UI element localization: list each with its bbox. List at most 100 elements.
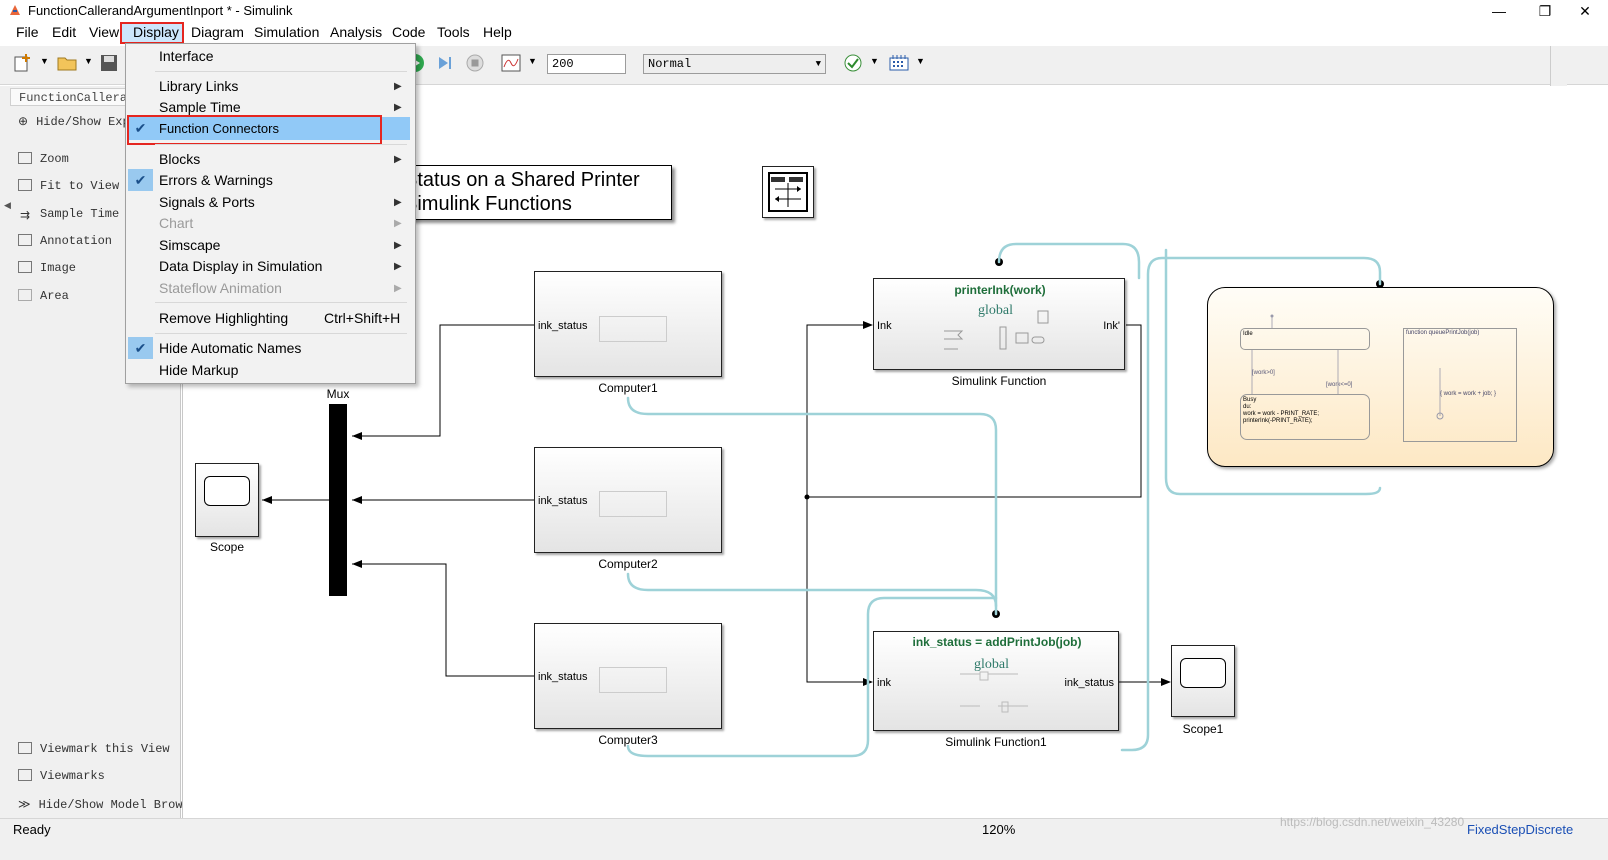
step-forward-icon[interactable] — [434, 52, 456, 74]
menu-simulation[interactable]: Simulation — [254, 24, 320, 40]
annotation-tool[interactable]: Annotation — [18, 234, 112, 248]
stop-icon[interactable] — [464, 52, 486, 74]
zoom-icon — [18, 152, 32, 164]
menu-item-hide-markup[interactable]: Hide Markup — [159, 362, 239, 378]
menu-separator — [155, 302, 407, 303]
data-inspector-icon[interactable] — [500, 52, 522, 74]
blocks-submenu-icon: ▶ — [394, 154, 402, 165]
function-connectors-check-icon: ✔ — [134, 120, 147, 136]
status-bar — [0, 818, 1608, 860]
signals-ports-submenu-icon: ▶ — [394, 197, 402, 208]
menu-diagram[interactable]: Diagram — [191, 24, 244, 40]
area-tool[interactable]: Area — [18, 289, 69, 303]
annotation-label: Annotation — [40, 234, 113, 248]
open-folder-icon[interactable] — [56, 52, 78, 74]
display-menu-dropdown — [125, 43, 416, 384]
toolbar-scrollbar[interactable] — [1550, 46, 1567, 86]
fit-to-view-tool[interactable]: Fit to View — [18, 179, 119, 193]
zoom-tool[interactable]: Zoom — [18, 152, 69, 166]
build-dropdown-icon[interactable]: ▼ — [916, 56, 925, 66]
model-advisor-icon[interactable] — [842, 52, 864, 74]
fn2-internal-icon — [960, 671, 1028, 713]
queue-function-body: { work = work + job; } — [1440, 391, 1497, 397]
menu-item-data-display[interactable]: Data Display in Simulation — [159, 258, 323, 274]
menu-item-interface[interactable]: Interface — [159, 48, 214, 64]
viewmark-this-view-button[interactable]: Viewmark this View — [18, 742, 170, 756]
computer3-port: ink_status — [538, 671, 588, 683]
library-links-submenu-icon: ▶ — [394, 81, 402, 92]
new-model-icon[interactable] — [12, 52, 34, 74]
fc-line-computer2 — [626, 572, 998, 608]
menu-item-stateflow-animation: Stateflow Animation — [159, 280, 282, 296]
menu-item-simscape[interactable]: Simscape — [159, 237, 221, 253]
scope-screen-icon — [204, 476, 250, 506]
chart-submenu-icon: ▶ — [394, 218, 402, 229]
queue-function-signature: function queuePrintJob(job) — [1406, 330, 1480, 336]
scope-block[interactable] — [195, 463, 259, 537]
guard-work-gt-0: [work>0] — [1252, 370, 1275, 376]
menu-item-errors-warnings[interactable]: Errors & Warnings — [159, 172, 273, 188]
menu-item-function-connectors[interactable]: Function Connectors — [159, 121, 279, 136]
idle-state: Idle — [1240, 328, 1370, 350]
line-computer3-to-mux — [352, 563, 535, 677]
sample-time-submenu-icon: ▶ — [394, 102, 402, 113]
menu-item-remove-highlighting[interactable]: Remove Highlighting — [159, 310, 289, 326]
save-icon[interactable] — [98, 52, 120, 74]
collapse-palette-icon[interactable]: ◀ — [4, 200, 11, 210]
sample-time-tool[interactable]: ⇉Sample Time — [18, 207, 120, 223]
inspector-dropdown-icon[interactable]: ▼ — [528, 56, 537, 66]
menu-code[interactable]: Code — [392, 24, 426, 40]
menu-help[interactable]: Help — [483, 24, 512, 40]
computer2-block[interactable]: ink_status — [534, 447, 722, 553]
menu-item-hide-automatic-names[interactable]: Hide Automatic Names — [159, 340, 302, 356]
mux-block[interactable] — [329, 404, 347, 596]
close-button[interactable]: ✕ — [1579, 3, 1591, 19]
stateflow-chart-block[interactable]: Idle Busy du: work = work - PRINT_RATE; … — [1207, 287, 1554, 467]
model-info-block[interactable] — [762, 166, 814, 218]
menu-file[interactable]: File — [16, 24, 39, 40]
menu-item-library-links[interactable]: Library Links — [159, 78, 239, 94]
open-dropdown-icon[interactable]: ▼ — [84, 56, 93, 66]
simulink-function-printerink-block[interactable]: printerInk(work) Ink Ink' global — [873, 278, 1125, 370]
menu-view[interactable]: View — [89, 24, 120, 40]
model-annotation[interactable]: Status on a Shared Printer Simulink Func… — [395, 165, 672, 220]
status-text: Ready — [13, 822, 51, 837]
new-dropdown-icon[interactable]: ▼ — [40, 56, 49, 66]
model-browser-label: Hide/Show Model Browser — [38, 798, 205, 812]
simulation-mode-select[interactable]: Normal▼ — [643, 54, 826, 74]
scope1-block[interactable] — [1171, 645, 1235, 717]
stateflow-animation-submenu-icon: ▶ — [394, 283, 402, 294]
menu-tools[interactable]: Tools — [437, 24, 470, 40]
fn2-label: Simulink Function1 — [945, 735, 1047, 749]
explorer-icon: ⊕ — [18, 115, 29, 129]
menu-analysis[interactable]: Analysis — [330, 24, 383, 40]
menu-separator — [155, 333, 407, 334]
computer1-block[interactable]: ink_status — [534, 271, 722, 377]
restore-button[interactable]: ❐ — [1538, 3, 1552, 19]
solver-link[interactable]: FixedStepDiscrete — [1467, 822, 1574, 837]
hide-show-model-browser-button[interactable]: ≫Hide/Show Model Browser — [18, 797, 204, 812]
advisor-dropdown-icon[interactable]: ▼ — [870, 56, 879, 66]
computer3-block[interactable]: ink_status — [534, 623, 722, 729]
menu-display[interactable]: Display — [133, 24, 179, 40]
viewmarks-button[interactable]: Viewmarks — [18, 769, 105, 783]
breadcrumb[interactable]: FunctionCallerandA — [10, 88, 128, 106]
image-tool[interactable]: Image — [18, 261, 76, 275]
menu-item-signals-ports[interactable]: Signals & Ports — [159, 194, 255, 210]
menu-edit[interactable]: Edit — [52, 24, 77, 40]
menu-item-sample-time[interactable]: Sample Time — [159, 99, 241, 115]
minimize-button[interactable]: — — [1492, 3, 1506, 19]
hide-show-explorer-button[interactable]: ⊕Hide/Show Exple — [18, 114, 144, 129]
mode-dropdown-icon: ▼ — [815, 59, 821, 69]
sample-time-label: Sample Time — [40, 207, 120, 221]
fn2-scope: global — [974, 657, 1009, 672]
remove-highlighting-shortcut: Ctrl+Shift+H — [324, 310, 401, 326]
fit-to-view-label: Fit to View — [40, 179, 120, 193]
build-icon[interactable] — [888, 52, 910, 74]
mux-label: Mux — [326, 387, 350, 401]
stop-time-input[interactable]: 200 — [547, 54, 626, 74]
menu-item-blocks[interactable]: Blocks — [159, 151, 201, 167]
viewmark-icon — [18, 742, 32, 754]
simulink-function-addprintjob-block[interactable]: ink_status = addPrintJob(job) ink ink_st… — [873, 631, 1119, 731]
